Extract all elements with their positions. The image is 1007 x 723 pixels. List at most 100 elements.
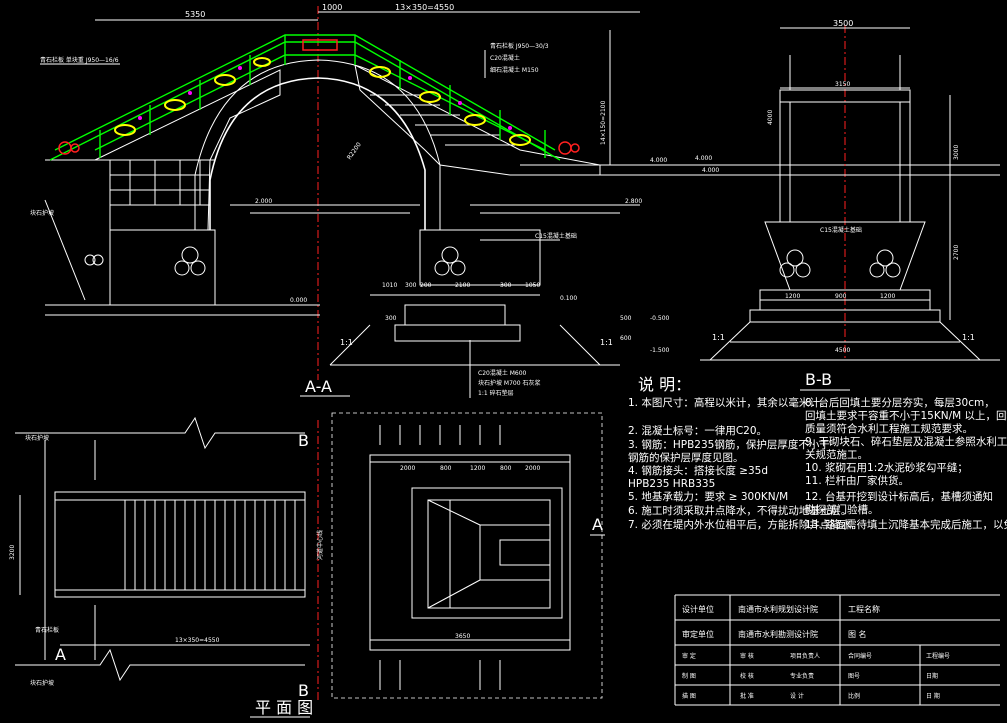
plan-left-dim: 3200	[9, 545, 16, 560]
plan-mark-a-right: A	[592, 515, 603, 534]
note-right-4: 9. 干砌块石、碎石垫层及混凝土参照水利工程有	[805, 435, 1007, 448]
note-right-1: 8. 台后回填土要分层夯实，每层30cm，	[805, 396, 995, 409]
foot-dim-2: 300	[405, 282, 417, 289]
note-right-8: 12. 台基开挖到设计标高后，基槽须通知	[805, 490, 993, 503]
tb-r5c1: 描 图	[682, 692, 696, 700]
radius-label: R2200	[346, 141, 363, 161]
dim-right: 14×150=2100	[600, 100, 607, 145]
note-left-6: HPB235 HRB335	[628, 478, 715, 490]
plan-dim-bottom: 13×350=4550	[175, 637, 220, 644]
note-left-3: 3. 钢筋：HPB235钢筋，保护层厚度不小于	[628, 438, 830, 451]
bb-rubble	[779, 249, 901, 278]
bb-dim-5: 2700	[953, 245, 960, 260]
note-right-2: 回填土要求干容重不小于15KN/M 以上，回填土	[805, 409, 1007, 422]
foot-dim-7: 0.100	[560, 295, 577, 302]
steps-hatch	[370, 94, 515, 146]
bottom-note-2: 块石护坡 M700 石灰浆	[478, 379, 540, 387]
note-left-5: 4. 钢筋接头：搭接长度 ≥35d	[628, 464, 768, 477]
section-aa-title: A-A	[305, 377, 332, 396]
plan-label-left-2: 块石护坡	[30, 679, 54, 687]
note-left-8: 6. 施工时须采取井点降水，不得扰动地基土层。	[628, 504, 851, 517]
fdn-dim-top-2: 800	[440, 465, 452, 472]
elev-low-1: -0.500	[650, 315, 670, 322]
plan-mid-label: 河道中心线	[316, 530, 324, 560]
notes: 说 明： 1. 本图尺寸：高程以米计，其余以毫米计。 2. 混凝土标号：一律用C…	[628, 375, 1007, 531]
fdn-dim-top-5: 2000	[525, 465, 540, 472]
bb-dim-1: 3150	[835, 81, 850, 88]
tb-r3c2: 审 核	[740, 652, 754, 660]
fdn-dim-top-4: 800	[500, 465, 512, 472]
tb-r5c4: 比例	[848, 692, 860, 700]
plan-view: B B A A 13×350=4550 3200 块石护坡 块石护坡 青石栏板 …	[9, 416, 605, 718]
bb-dim-0: 3500	[833, 19, 853, 28]
note-left-2: 2. 混凝土标号：一律用C20。	[628, 424, 767, 437]
bottom-note-1: C20混凝土 M600	[478, 369, 527, 377]
plan-label-left-1: 块石护坡	[25, 434, 49, 442]
water-right: 2.800	[625, 198, 642, 205]
callout-right-1: 青石栏板 J950—30/3	[490, 42, 549, 50]
foot-dim-1: 1010	[382, 282, 397, 289]
tb-r2c1: 审定单位	[682, 629, 714, 639]
tb-r2c3: 图 名	[848, 629, 867, 639]
foot-dim-6: 1050	[525, 282, 540, 289]
tb-r4c3: 专业负责	[790, 672, 814, 680]
elev-road-1: 4.000	[650, 157, 667, 164]
foot-dim-4: 2100	[455, 282, 470, 289]
dim-side-3: 600	[620, 335, 632, 342]
note-right-5: 关规范施工。	[805, 448, 868, 461]
note-left-7: 5. 地基承载力：要求 ≥ 300KN/M	[628, 490, 788, 503]
tb-r5c3: 设 计	[790, 692, 804, 700]
callout-right-3: 细石混凝土 M150	[490, 66, 539, 74]
tb-r1c2: 南通市水利规划设计院	[738, 604, 818, 614]
foot-dim-5: 300	[500, 282, 512, 289]
tb-r1c3: 工程名称	[848, 604, 880, 614]
dim-side-1: 300	[385, 315, 397, 322]
dim-top-2: 1000	[322, 3, 342, 12]
plan-steps	[124, 500, 296, 590]
bb-slope-left: 1:1	[712, 333, 725, 342]
bb-bottom-dim: 4500	[835, 347, 850, 354]
masonry-hatch	[110, 159, 215, 206]
c15-label: C15混凝土基础	[535, 232, 577, 240]
note-right-3: 质量须符合水利工程施工规范要求。	[805, 422, 973, 435]
arch-extrados	[194, 59, 441, 230]
plan-label-left-3: 青石栏板	[35, 626, 59, 634]
bb-dim-2: 1200	[785, 293, 800, 300]
fdn-dim-bottom: 3650	[455, 633, 470, 640]
bb-slope-right: 1:1	[962, 333, 975, 342]
bb-dim-7: 4000	[767, 110, 774, 125]
tb-r5c5: 日 期	[926, 692, 940, 700]
tb-r3c4: 合同编号	[848, 652, 872, 660]
note-right-6: 10. 浆砌石用1:2水泥砂浆勾平缝；	[805, 461, 968, 474]
arch-intrados	[209, 77, 426, 230]
section-bb-title: B-B	[805, 370, 832, 389]
note-left-9: 7. 必须在堤内外水位相平后，方能拆除井点降水。	[628, 518, 862, 531]
slope-right: 1:1	[600, 338, 613, 347]
note-left-4: 钢筋的保护层厚度见图。	[628, 451, 744, 464]
note-right-10: 13. 路面需待填土沉降基本完成后施工，以免造成路面	[805, 518, 1007, 531]
note-left-1: 1. 本图尺寸：高程以米计，其余以毫米计。	[628, 396, 830, 409]
note-right-7: 11. 栏杆由厂家供货。	[805, 474, 909, 487]
tb-r4c1: 制 图	[682, 672, 696, 680]
tb-r4c5: 日期	[926, 672, 938, 680]
callout-left: 青石栏板 单块重 J950—16/6	[40, 56, 119, 64]
tb-r2c2: 南通市水利勘测设计院	[738, 629, 818, 639]
water-left: 2.000	[255, 198, 272, 205]
section-a-a: 5350 1000 13×350=4550 14×150=2100 青石栏板 单…	[30, 3, 1000, 700]
bb-dim-4: 1200	[880, 293, 895, 300]
title-block: 设计单位 南通市水利规划设计院 工程名称 审定单位 南通市水利勘测设计院 图 名…	[674, 594, 1000, 706]
section-b-b: 3500 3150 1200 900 1200 2700 3000 4000 4…	[700, 19, 1000, 391]
dim-top-3: 13×350=4550	[395, 3, 454, 12]
fdn-dim-top-1: 2000	[400, 465, 415, 472]
foot-left-label: 块石护坡	[30, 209, 54, 217]
tb-r3c5: 工程编号	[926, 652, 950, 660]
tb-r3c1: 审 定	[682, 652, 696, 660]
bb-elev-left: 4.000	[702, 167, 719, 174]
tb-r4c4: 图号	[848, 673, 860, 680]
bed-left: 0.000	[290, 297, 307, 304]
elev-road-2: 4.000	[695, 155, 712, 162]
foundation-plan: 2000 800 1200 800 2000 3650	[331, 412, 603, 699]
callout-right-2: C20混凝土	[490, 54, 520, 62]
plan-title: 平 面 图	[255, 698, 313, 717]
